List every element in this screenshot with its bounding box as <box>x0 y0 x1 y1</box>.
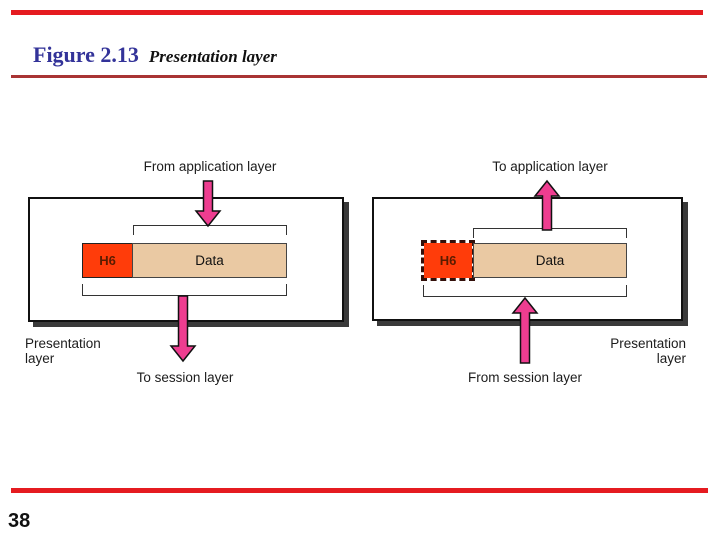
right-layer-caption-line1: Presentation <box>610 336 686 351</box>
right-to-application-layer-label: To application layer <box>492 159 608 174</box>
left-from-application-layer-label: From application layer <box>143 159 277 174</box>
right-presentation-layer-caption: Presentation layer <box>566 336 686 366</box>
figure-number-label: Figure 2.13 <box>33 42 139 67</box>
down-arrow-shape <box>169 295 197 363</box>
down-arrow-shape <box>194 180 222 228</box>
bottom-divider-rule <box>11 488 708 493</box>
top-divider-rule <box>11 10 703 15</box>
left-upper-bracket <box>133 225 287 235</box>
left-layer-caption-line2: layer <box>25 351 55 366</box>
right-from-session-layer-label: From session layer <box>467 370 583 385</box>
up-arrow-icon <box>533 179 561 231</box>
left-to-session-layer-label: To session layer <box>136 370 234 385</box>
right-lower-bracket <box>423 285 627 297</box>
down-arrow-icon <box>169 295 197 363</box>
up-arrow-shape <box>511 296 539 364</box>
page-number: 38 <box>8 510 31 532</box>
right-h6-label: H6 <box>439 253 457 268</box>
right-layer-caption-line2: layer <box>656 351 686 366</box>
title-divider-rule <box>11 75 707 78</box>
up-arrow-icon <box>511 296 539 364</box>
left-h6-header-box: H6 <box>82 243 133 278</box>
left-data-label: Data <box>195 253 224 268</box>
left-layer-caption-line1: Presentation <box>25 336 101 351</box>
right-h6-header-box-dashed: H6 <box>421 240 475 281</box>
left-presentation-layer-caption: Presentation layer <box>25 336 145 366</box>
figure-title: Presentation layer <box>148 47 277 66</box>
right-data-box: Data <box>473 243 627 278</box>
down-arrow-icon <box>194 180 222 228</box>
figure-caption: Figure 2.13 Presentation layer <box>33 42 277 68</box>
left-lower-bracket <box>82 284 287 296</box>
left-h6-label: H6 <box>99 253 116 268</box>
up-arrow-shape <box>533 179 561 231</box>
left-data-box: Data <box>132 243 287 278</box>
right-data-label: Data <box>535 253 565 268</box>
